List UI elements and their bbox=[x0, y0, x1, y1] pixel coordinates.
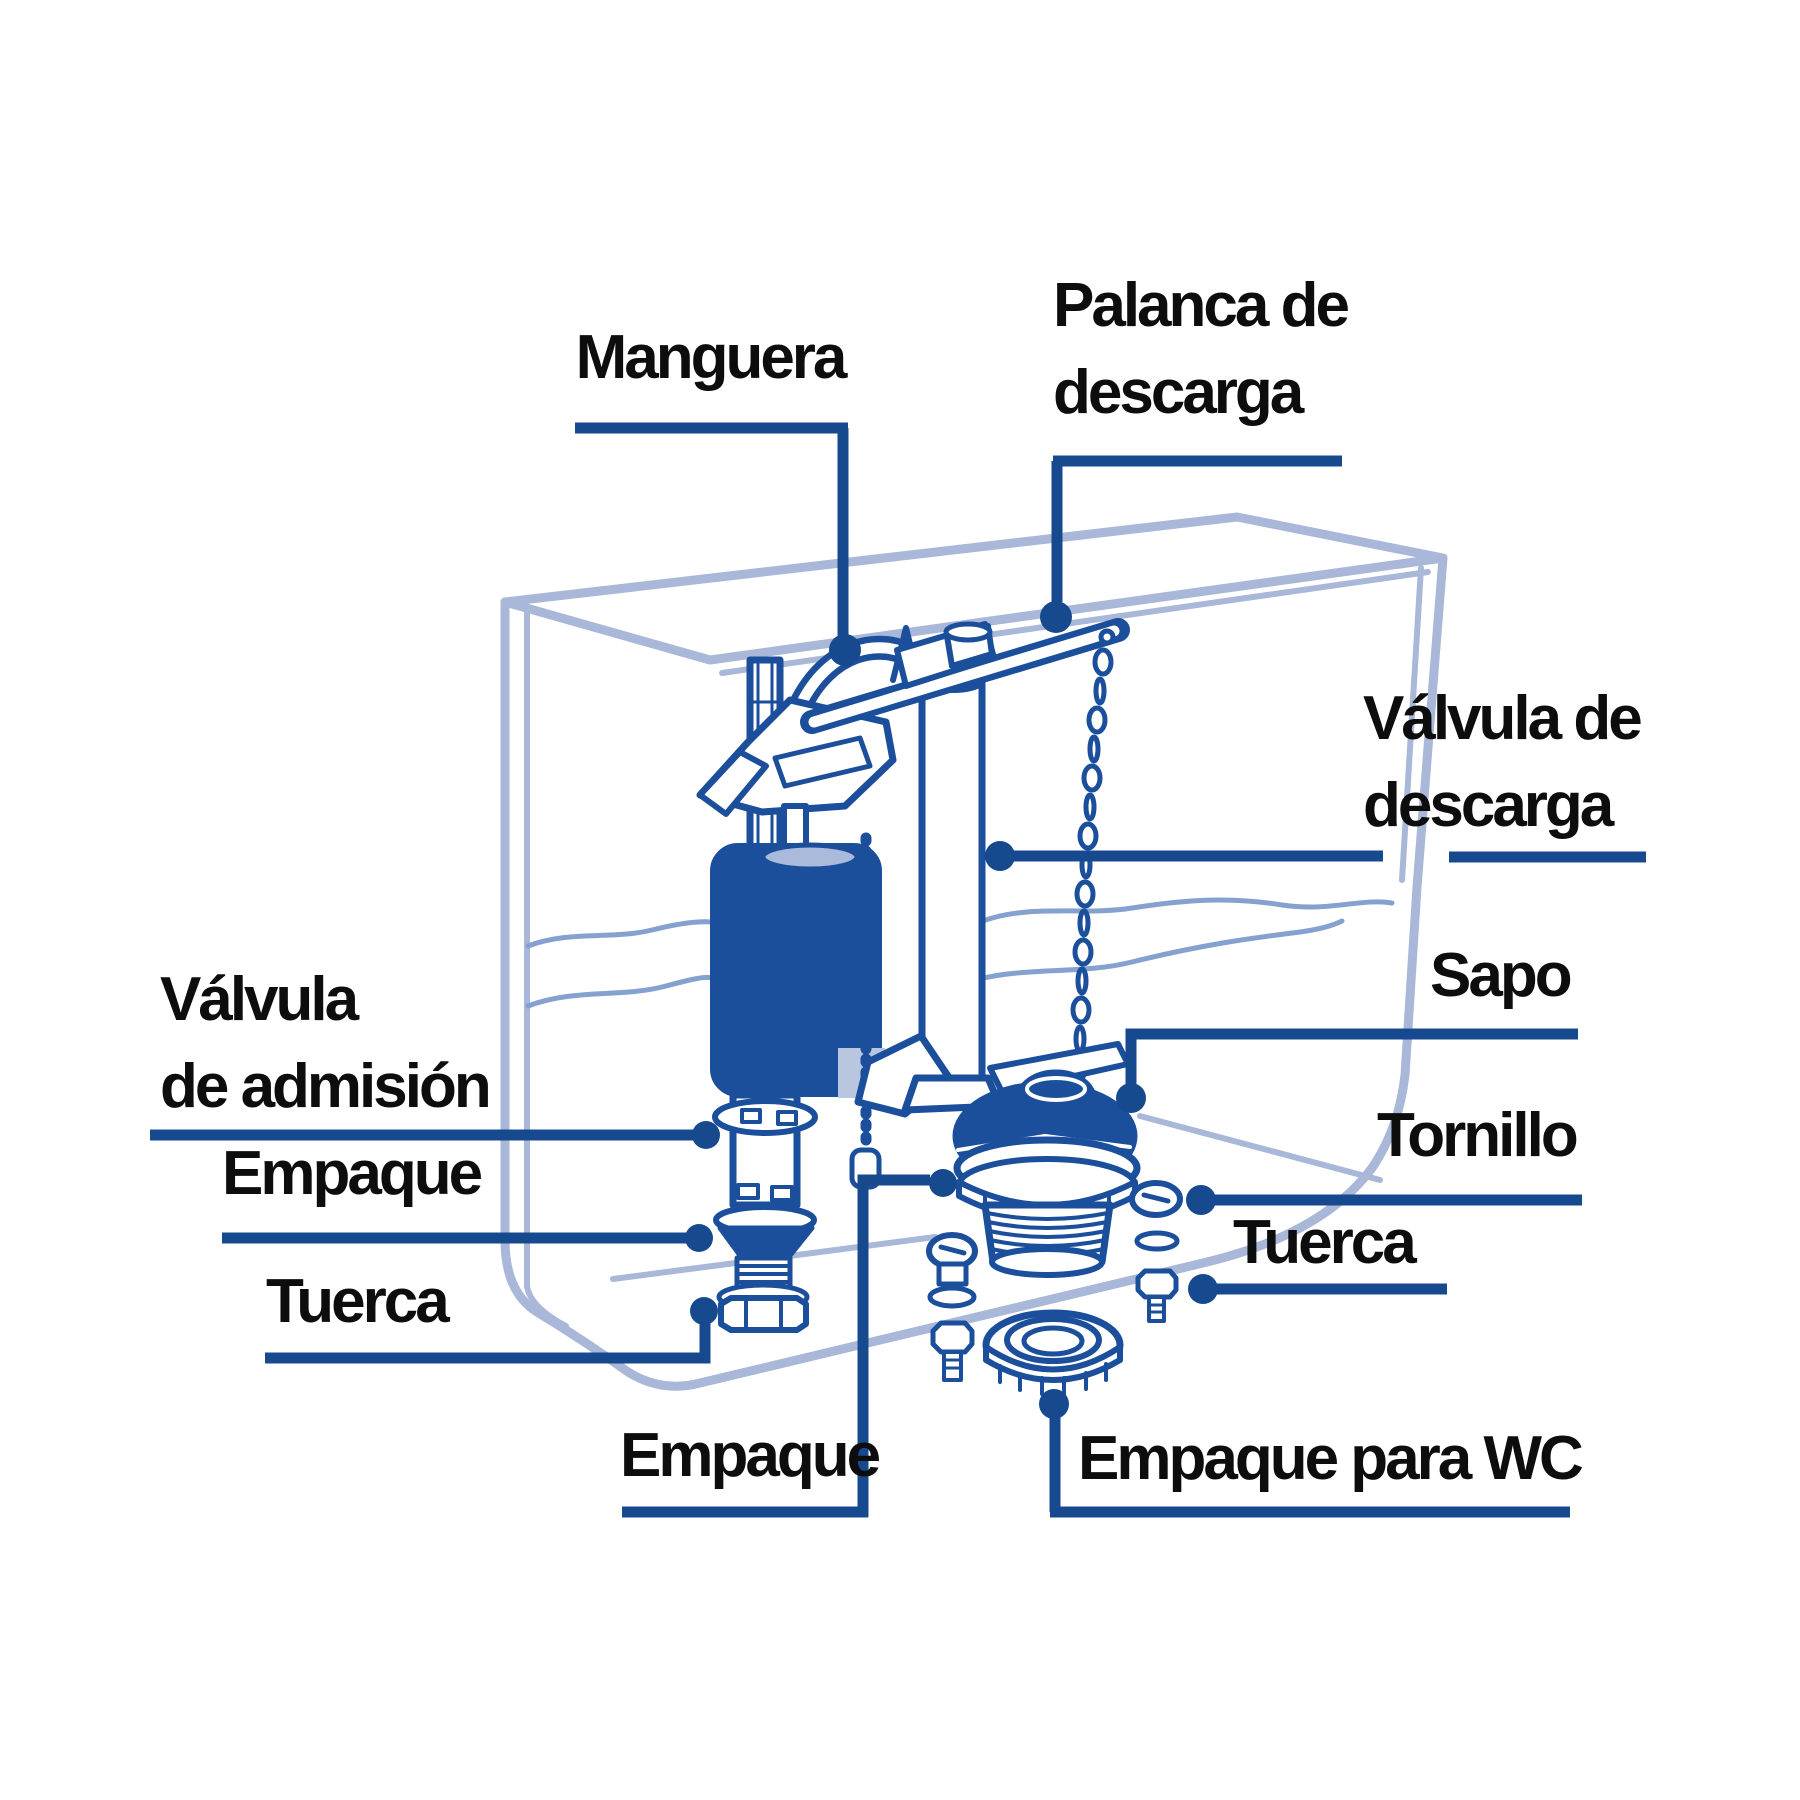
mounting-hardware bbox=[926, 1180, 1183, 1396]
tank-bolt-left bbox=[926, 1232, 978, 1382]
leader-dot-empaque-inferior bbox=[929, 1169, 957, 1197]
label-empaque-wc: Empaque para WC bbox=[1078, 1424, 1584, 1493]
fill-valve-collar bbox=[712, 1098, 818, 1136]
wc-gasket bbox=[982, 1309, 1124, 1396]
label-valvula-descarga: Válvula de descarga bbox=[1363, 684, 1643, 840]
fill-valve-head-window bbox=[772, 735, 873, 789]
label-empaque-izquierda: Empaque bbox=[222, 1139, 483, 1208]
leader-lines bbox=[150, 422, 1646, 1518]
label-empaque-inferior: Empaque bbox=[620, 1421, 881, 1490]
seat-barrel-bottom bbox=[989, 1246, 1105, 1278]
fill-valve-spout bbox=[697, 749, 769, 817]
fill-valve-nut bbox=[718, 1295, 809, 1333]
label-sapo: Sapo bbox=[1430, 941, 1573, 1010]
leader-empaque-inferior bbox=[622, 1169, 957, 1518]
overflow-tube bbox=[918, 676, 986, 1084]
flapper-dome-rim bbox=[1025, 1076, 1087, 1102]
leader-dot-sapo bbox=[1116, 1083, 1146, 1113]
flush-chain bbox=[1068, 647, 1114, 1081]
handle-stub-top bbox=[943, 621, 993, 643]
label-tuerca-derecha: Tuerca bbox=[1233, 1208, 1417, 1277]
leader-dot-valvula-admision bbox=[692, 1121, 720, 1149]
tank-bolt-right bbox=[1129, 1180, 1183, 1323]
water-line-right-1 bbox=[977, 897, 1395, 925]
float-cup-opening bbox=[760, 842, 860, 872]
leader-empaque-izquierda bbox=[222, 1224, 713, 1252]
leader-tornillo bbox=[1186, 1185, 1582, 1215]
leader-valvula-descarga bbox=[985, 841, 1646, 871]
label-valvula-admision: Válvula de admisión bbox=[160, 965, 492, 1121]
label-manguera: Manguera bbox=[575, 323, 848, 392]
label-tuerca-izquierda: Tuerca bbox=[266, 1267, 450, 1336]
leader-dot-tornillo bbox=[1186, 1185, 1216, 1215]
flush-lever-inner bbox=[808, 625, 1120, 728]
water-line-left-2 bbox=[525, 974, 715, 1009]
tank-floor-right-edge bbox=[1137, 1113, 1383, 1183]
leader-empaque-wc bbox=[1039, 1389, 1570, 1518]
leader-dot-tuerca-derecha bbox=[1188, 1274, 1218, 1304]
water-line-right-2 bbox=[949, 918, 1345, 991]
leader-sapo bbox=[1116, 1028, 1578, 1113]
leader-dot-valvula-descarga bbox=[985, 841, 1015, 871]
leader-dot-palanca bbox=[1040, 601, 1072, 633]
water-lines bbox=[525, 897, 1395, 1009]
label-tornillo: Tornillo bbox=[1377, 1101, 1579, 1170]
flush-assembly bbox=[800, 618, 1130, 1084]
leader-tuerca-izquierda bbox=[265, 1297, 718, 1364]
tank-hull bbox=[500, 553, 1448, 1391]
leader-manguera bbox=[575, 422, 861, 666]
tank-right-wall-inner bbox=[1399, 565, 1424, 883]
leader-tuerca-derecha bbox=[1188, 1274, 1447, 1304]
leader-dot-empaque-wc bbox=[1039, 1389, 1069, 1419]
flush-lever-hole bbox=[1098, 628, 1116, 646]
label-palanca-descarga: Palanca de descarga bbox=[1053, 271, 1350, 427]
leader-dot-manguera bbox=[829, 634, 861, 666]
leader-valvula-admision bbox=[150, 1121, 720, 1149]
leader-palanca-descarga bbox=[1040, 455, 1342, 633]
fill-valve-link bbox=[781, 803, 809, 851]
water-line-left-1 bbox=[525, 919, 715, 949]
flush-valve-assembly bbox=[854, 1032, 1141, 1278]
leader-dot-empaque-izquierda bbox=[685, 1224, 713, 1252]
fill-valve-assembly bbox=[696, 625, 934, 1333]
leader-dot-tuerca-izquierda bbox=[690, 1297, 718, 1325]
tank-left-wall-inner bbox=[524, 609, 569, 1329]
